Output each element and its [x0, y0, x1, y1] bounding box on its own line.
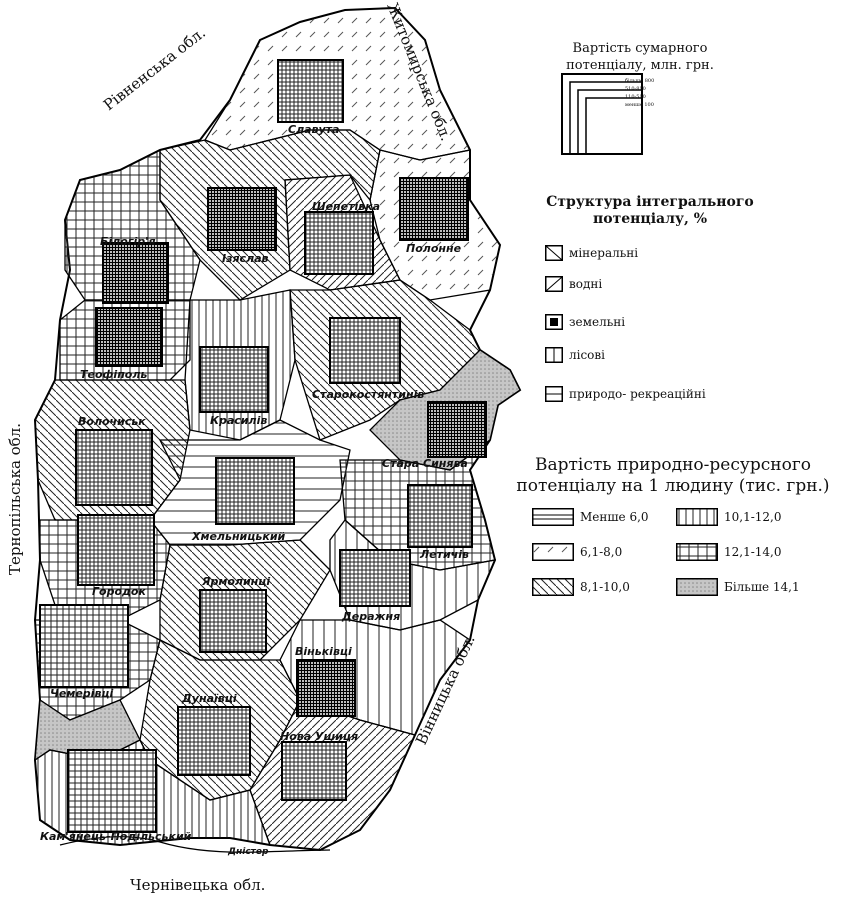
legend-percapita-5: Більше 14,1 — [676, 578, 800, 596]
district-label: Ізяслав — [222, 252, 269, 265]
district-label: Білогір'я — [100, 235, 156, 248]
legend-total-squares — [561, 73, 643, 155]
legend-percapita-1: 6,1-8,0 — [532, 543, 622, 561]
district-label: Старокостянтинів — [312, 388, 424, 401]
legend-structure-forest: лісові — [545, 347, 605, 363]
district-label: Дунаївці — [181, 692, 237, 705]
district-label: Віньківці — [295, 645, 352, 658]
district-label: Чемерівці — [50, 687, 114, 700]
river-label: Дністер — [227, 846, 269, 857]
legend-structure-mineral: мінеральні — [545, 245, 638, 261]
legend-percapita-title: Вартість природно-ресурсного потенціалу … — [516, 455, 830, 496]
legend-percapita-4: 12,1-14,0 — [676, 543, 782, 561]
legend-percapita-3: 10,1-12,0 — [676, 508, 782, 526]
district-label: Городок — [92, 585, 146, 598]
district-label: Теофіполь — [80, 368, 147, 381]
legend-total-class-2: 110-510 — [625, 94, 646, 100]
district-label: Кам'янець-Подільський — [40, 830, 192, 843]
label-chernivtsi: Чернівецька обл. — [130, 876, 266, 894]
district-label: Славута — [288, 123, 339, 136]
legend-structure-title: Структура інтегрального потенціалу, % — [546, 194, 754, 227]
legend-total-class-1: 510-810 — [625, 86, 646, 92]
legend-percapita-2: 8,1-10,0 — [532, 578, 630, 596]
district-label: Стара Синява — [382, 457, 468, 470]
legend-total-class-3: менше 100 — [625, 102, 654, 108]
legend-structure-recreation: природо- рекреаційні — [545, 386, 706, 402]
district-label: Волочиськ — [78, 415, 146, 428]
legend-structure-water: водні — [545, 276, 602, 292]
district-label: Летичів — [419, 548, 469, 561]
legend-structure-land: земельні — [545, 314, 625, 330]
district-label: Красилів — [210, 414, 267, 427]
total-potential-squares — [39, 59, 487, 833]
district-label: Деражня — [341, 610, 400, 623]
district-label: Нова Ушиця — [280, 730, 358, 743]
legend-total-title: Вартість сумарного потенціалу, млн. грн. — [566, 41, 714, 73]
label-ternopil: Тернопільська обл. — [6, 422, 24, 575]
district-label: Шепетівка — [312, 200, 380, 213]
dnister-river — [59, 836, 331, 853]
legend-percapita-0: Менше 6,0 — [532, 508, 649, 526]
district-labels: Славута Шепетівка Полонне Ізяслав Білогі… — [40, 123, 469, 857]
legend-total-class-0: більше 800 — [625, 78, 655, 84]
district-label: Хмельницький — [191, 530, 286, 543]
district-label: Полонне — [406, 242, 462, 255]
district-label: Ярмолинці — [201, 575, 270, 588]
